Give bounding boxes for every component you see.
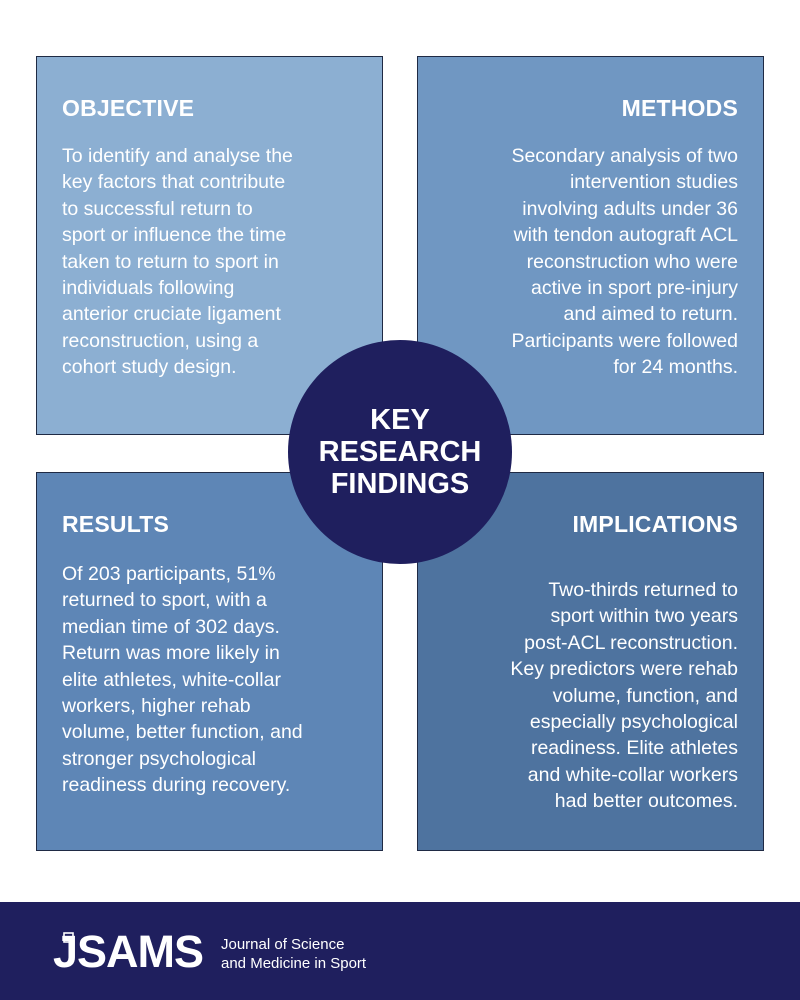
implications-text: Two-thirds returned to sport within two …	[510, 579, 738, 813]
journal-name: Journal of Science and Medicine in Sport	[221, 936, 367, 972]
key-findings-label: KEY RESEARCH FINDINGS	[318, 404, 482, 500]
results-heading: RESULTS	[62, 511, 170, 537]
footer-bar: JSAMS Journal of Science and Medicine in…	[0, 902, 800, 1000]
methods-heading: METHODS	[621, 95, 738, 121]
objective-text: To identify and analyse the key factors …	[62, 145, 293, 379]
results-text: Of 203 participants, 51% returned to spo…	[62, 563, 303, 797]
objective-panel: OBJECTIVE To identify and analyse the ke…	[36, 56, 383, 435]
jsams-logo: JSAMS	[53, 926, 204, 977]
methods-text: Secondary analysis of two intervention s…	[511, 145, 738, 379]
logo-accent-icon	[63, 932, 74, 943]
objective-heading: OBJECTIVE	[62, 95, 195, 121]
implications-heading: IMPLICATIONS	[572, 511, 738, 537]
key-findings-badge: KEY RESEARCH FINDINGS	[288, 340, 512, 564]
